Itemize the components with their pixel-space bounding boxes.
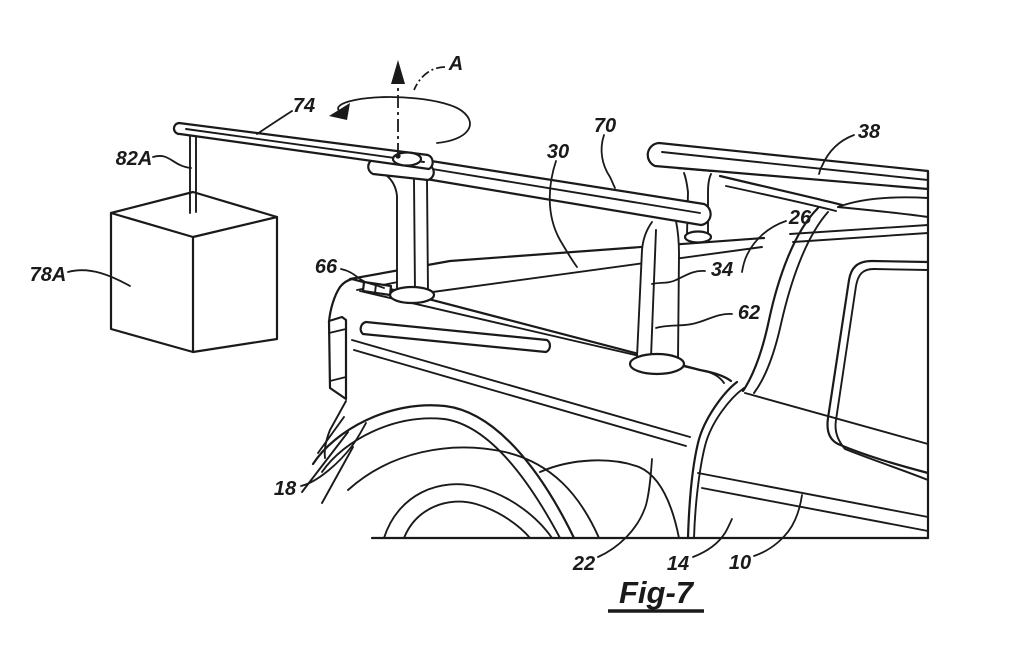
rotation-axis (391, 60, 405, 159)
label-A: A (448, 53, 463, 75)
label-14: 14 (667, 553, 689, 575)
label-70: 70 (594, 115, 616, 137)
label-10: 10 (729, 552, 751, 574)
roof-line (718, 174, 844, 207)
bed-slot (359, 320, 552, 354)
near-rack-rail (410, 156, 712, 227)
leader-22 (597, 458, 653, 558)
label-66: 66 (315, 256, 338, 278)
load-box (109, 190, 279, 354)
rear-stanchion (628, 220, 686, 376)
bed-rail-top (338, 277, 733, 383)
bed-cab-seam (686, 380, 739, 540)
cable (189, 131, 197, 214)
leader-74 (256, 110, 293, 135)
fender-flare-inner (321, 417, 561, 539)
body-crease (744, 392, 929, 445)
leader-62 (655, 313, 733, 329)
wheel-opening (347, 446, 600, 539)
leader-66 (340, 268, 385, 289)
bumper-line (317, 416, 345, 454)
door-window (826, 259, 930, 475)
figure-title: Fig-7 (608, 575, 704, 613)
label-26: 26 (788, 207, 812, 229)
label-18: 18 (274, 478, 297, 500)
far-rack-rail (646, 141, 930, 191)
leader-lines (67, 66, 855, 558)
front-stanchion (361, 157, 436, 305)
label-22: 22 (572, 553, 595, 575)
truck-bed-side (301, 170, 930, 540)
crane-arm (172, 121, 434, 171)
label-34: 34 (711, 259, 733, 281)
leader-14 (692, 518, 733, 558)
quarter-glass (837, 196, 929, 208)
figure-title-text: Fig-7 (619, 575, 695, 610)
leader-26 (741, 220, 787, 273)
label-78A: 78A (30, 264, 67, 286)
bed-rear-corner (327, 285, 342, 324)
leader-70 (600, 134, 616, 189)
leader-18 (300, 422, 367, 487)
post-base (628, 352, 686, 376)
leader-78A (67, 269, 131, 287)
label-82A: 82A (116, 148, 153, 170)
rail-clamp (361, 280, 393, 297)
label-74: 74 (293, 95, 315, 117)
rear-pillar (741, 206, 820, 393)
fender-flare-outer (311, 404, 576, 540)
tire-inner (403, 500, 531, 539)
truck-cab (686, 174, 930, 540)
leader-38 (818, 134, 855, 175)
tire (383, 483, 553, 539)
leader-30 (548, 160, 578, 268)
bumper-line (321, 446, 354, 504)
leader-82A (152, 155, 192, 169)
label-30: 30 (547, 141, 569, 163)
side-crease (351, 339, 691, 438)
leader-34 (651, 270, 706, 285)
rotation-arrow (329, 96, 471, 144)
rocker-line (697, 472, 929, 518)
post-base (388, 285, 436, 305)
leader-A (413, 66, 446, 91)
reference-numerals: A 74 82A 78A 66 30 70 38 26 34 62 18 22 … (30, 53, 881, 575)
label-38: 38 (858, 121, 881, 143)
leader-10 (753, 494, 803, 557)
axis-arrowhead (391, 60, 405, 84)
label-62: 62 (738, 302, 760, 324)
inner-arch (539, 459, 680, 539)
